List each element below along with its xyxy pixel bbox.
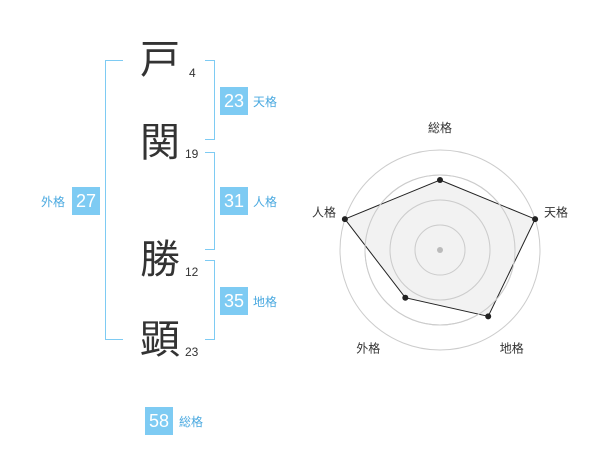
chikaku-bracket xyxy=(205,260,215,340)
tenkaku-value: 23 xyxy=(220,87,248,115)
tenkaku-bracket xyxy=(205,60,215,140)
gaikaku-value: 27 xyxy=(72,187,100,215)
gaikaku-label: 外格 xyxy=(41,195,66,209)
radar-point-5 xyxy=(341,216,348,223)
chikaku-label: 地格 xyxy=(253,295,278,309)
radar-ring-overlay-2 xyxy=(389,199,491,301)
jinkaku-label: 人格 xyxy=(253,195,278,209)
stroke-count-4: 23 xyxy=(185,345,199,359)
soukaku-value: 58 xyxy=(145,407,173,435)
radar-axis-label-3: 地格 xyxy=(500,341,524,356)
radar-point-2 xyxy=(532,216,539,223)
soukaku-label: 総格 xyxy=(179,415,204,429)
radar-ring-overlay-1 xyxy=(414,224,466,276)
radar-axis-label-1: 総格 xyxy=(428,120,452,135)
radar-point-4 xyxy=(402,294,409,301)
chikaku-value: 35 xyxy=(220,287,248,315)
jinkaku-bracket xyxy=(205,152,215,250)
radar-point-1 xyxy=(437,177,443,183)
stroke-count-3: 12 xyxy=(185,265,199,279)
tenkaku-label: 天格 xyxy=(253,95,278,109)
jinkaku-value: 31 xyxy=(220,187,248,215)
name-char-4: 顕 xyxy=(140,317,180,363)
radar-axis-label-2: 天格 xyxy=(544,204,568,219)
radar-axis-label-5: 人格 xyxy=(312,204,336,219)
name-char-2: 関 xyxy=(140,120,180,166)
name-char-3: 勝 xyxy=(140,237,180,283)
stroke-count-2: 19 xyxy=(185,147,199,161)
stroke-count-1: 4 xyxy=(189,66,196,80)
radar-ring-overlay-3 xyxy=(364,174,516,326)
radar-axis-label-4: 外格 xyxy=(356,341,380,356)
radar-center-dot xyxy=(437,247,443,253)
name-char-1: 戸 xyxy=(140,37,180,83)
radar-point-3 xyxy=(485,313,492,320)
gaikaku-bracket xyxy=(105,60,123,340)
